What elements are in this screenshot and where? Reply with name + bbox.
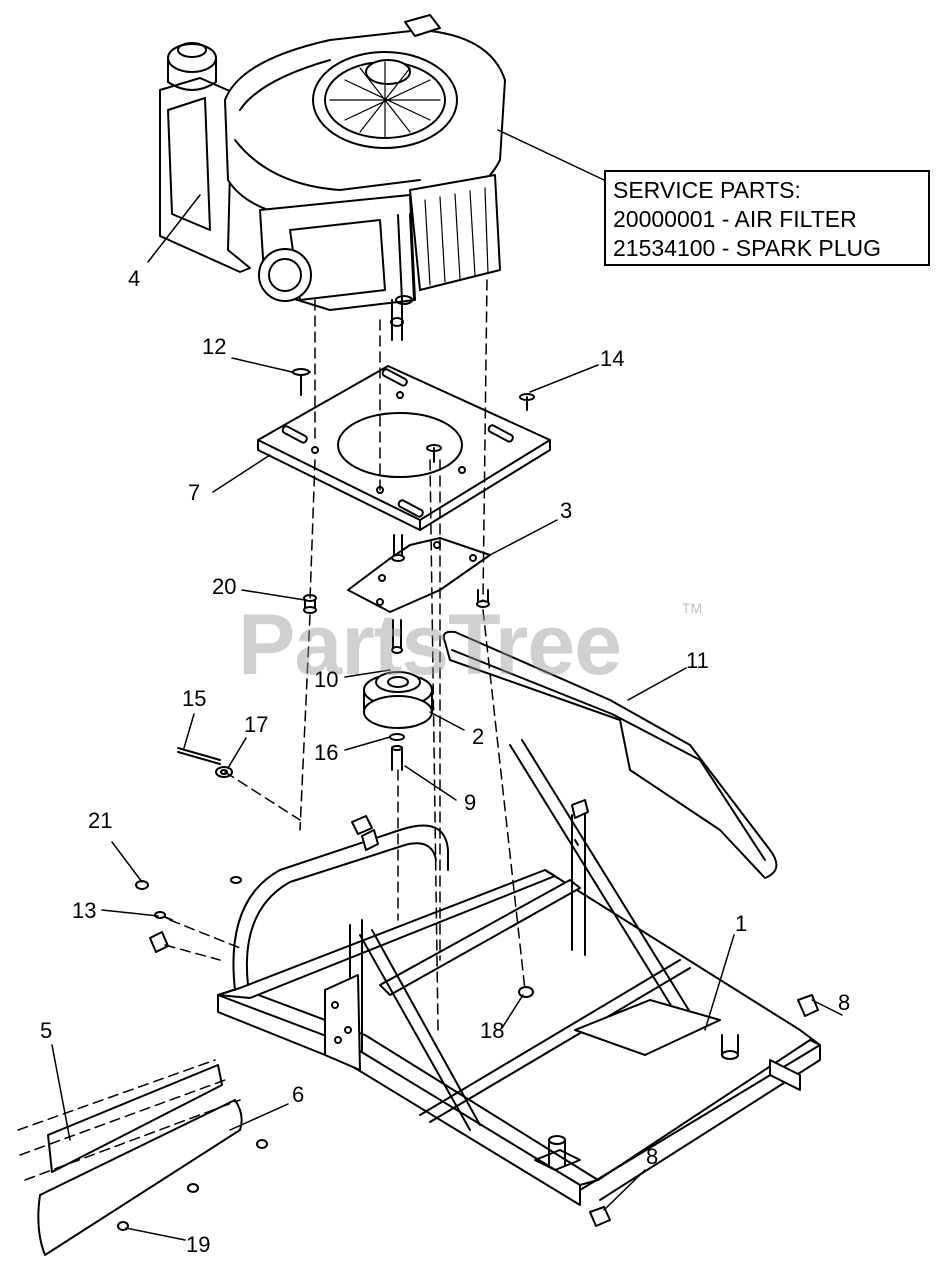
callout-11: 11 bbox=[686, 648, 709, 673]
callout-18: 18 bbox=[480, 1018, 505, 1043]
callout-12: 12 bbox=[202, 334, 227, 359]
callout-4: 4 bbox=[128, 266, 141, 291]
callout-20: 20 bbox=[212, 574, 237, 599]
pulley bbox=[363, 671, 433, 729]
callout-13: 13 bbox=[72, 898, 97, 923]
callout-9: 9 bbox=[464, 790, 477, 815]
callout-7: 7 bbox=[188, 480, 201, 505]
callout-10: 10 bbox=[314, 667, 339, 692]
callout-16: 16 bbox=[314, 740, 339, 765]
callout-2: 2 bbox=[472, 724, 485, 749]
watermark-text: PartsTree bbox=[238, 597, 622, 693]
callout-14: 14 bbox=[600, 346, 625, 371]
engine-mount-plate bbox=[257, 365, 551, 531]
callout-3: 3 bbox=[560, 498, 573, 523]
service-parts-heading: SERVICE PARTS: bbox=[613, 177, 801, 203]
callout-19: 19 bbox=[186, 1232, 211, 1257]
service-parts-box: SERVICE PARTS: 20000001 - AIR FILTER 215… bbox=[604, 170, 930, 266]
engine-assembly bbox=[159, 14, 506, 341]
drive-belt bbox=[442, 630, 778, 879]
service-part-air-filter: 20000001 - AIR FILTER bbox=[613, 206, 857, 232]
callout-15: 15 bbox=[182, 686, 207, 711]
callout-8-bottom: 8 bbox=[646, 1144, 659, 1169]
callout-8-right: 8 bbox=[838, 990, 851, 1015]
base-frame bbox=[217, 739, 821, 1206]
callout-21: 21 bbox=[88, 808, 113, 833]
watermark-trademark: TM bbox=[682, 600, 703, 616]
callout-17: 17 bbox=[244, 712, 269, 737]
callout-6: 6 bbox=[292, 1082, 305, 1107]
callout-5: 5 bbox=[40, 1018, 53, 1043]
callout-1: 1 bbox=[735, 911, 748, 936]
service-part-spark-plug: 21534100 - SPARK PLUG bbox=[613, 235, 882, 261]
